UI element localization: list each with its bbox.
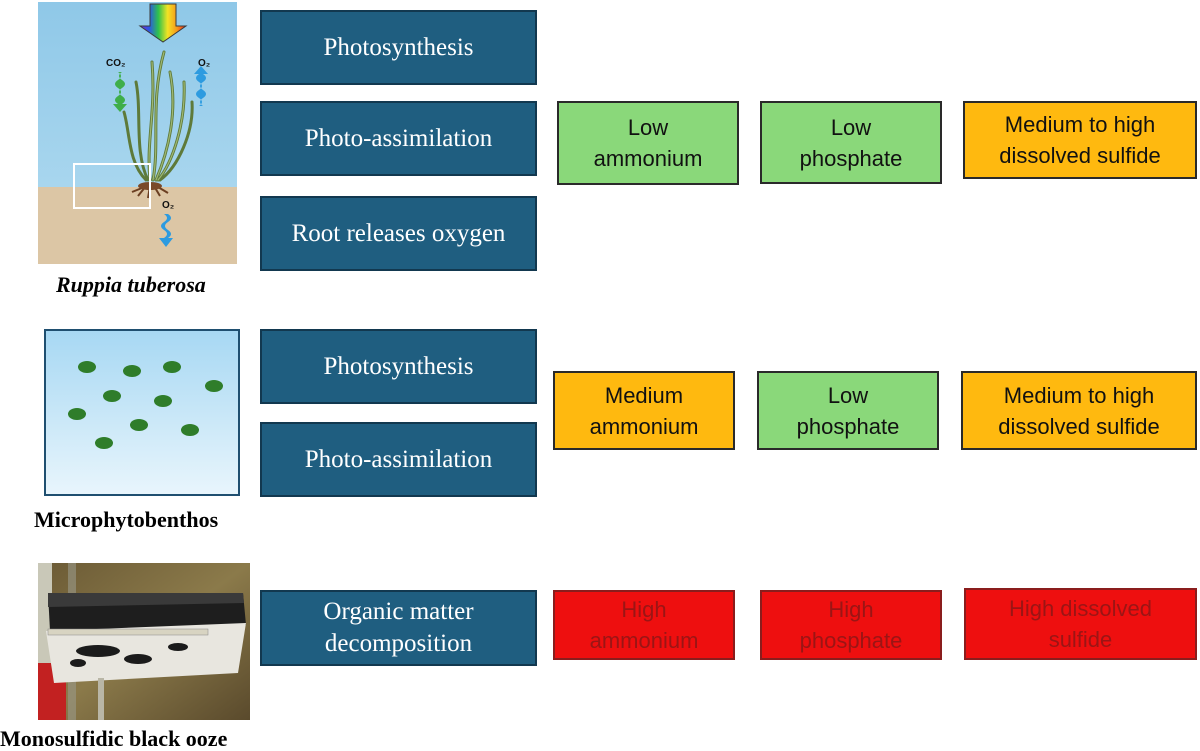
process-label: Photosynthesis — [323, 352, 474, 380]
ruppia-illustration-svg: CO₂ O₂ O₂ — [38, 2, 237, 264]
process-box-organic-matter-decomposition: Organic matter decomposition — [260, 590, 537, 666]
process-label: Photo-assimilation — [304, 124, 493, 152]
condition-label: High dissolved sulfide — [1008, 596, 1153, 652]
sunlight-arrow-icon — [138, 3, 188, 43]
ruppia-illustration: CO₂ O₂ O₂ — [38, 2, 237, 264]
condition-label: Medium to high dissolved sulfide — [998, 382, 1160, 439]
condition-label: Medium to high dissolved sulfide — [999, 112, 1161, 168]
organism-caption-ruppia: Ruppia tuberosa — [56, 272, 206, 297]
condition-sulfide: Medium to high dissolved sulfide — [963, 101, 1197, 179]
organism-caption-black-ooze: Monosulfidic black ooze — [0, 726, 228, 751]
o2-top-label: O₂ — [198, 58, 210, 69]
process-box-photosynthesis: Photosynthesis — [260, 329, 537, 404]
o2-arrow-down-icon — [159, 214, 173, 247]
condition-phosphate: Low phosphate — [757, 371, 939, 450]
black-ooze-photo-svg — [38, 563, 250, 720]
black-ooze-photo — [38, 563, 250, 720]
organism-caption-microphytobenthos: Microphytobenthos — [34, 507, 219, 532]
process-box-photo-assimilation: Photo-assimilation — [260, 422, 537, 497]
condition-sulfide: Medium to high dissolved sulfide — [961, 371, 1197, 450]
process-box-root-releases-oxygen: Root releases oxygen — [260, 196, 537, 271]
process-label: Root releases oxygen — [291, 219, 506, 247]
condition-label: High ammonium — [589, 597, 699, 653]
o2-arrow-up-icon — [194, 66, 208, 106]
condition-ammonium: Low ammonium — [557, 101, 739, 185]
condition-phosphate: High phosphate — [760, 590, 942, 660]
condition-label: High phosphate — [799, 597, 903, 653]
zoom-box — [73, 163, 151, 209]
o2-root-label: O₂ — [162, 200, 174, 211]
condition-label: Low ammonium — [593, 115, 703, 171]
algae-cells-icon — [68, 361, 223, 449]
process-label: Organic matter decomposition — [323, 598, 474, 657]
condition-label: Low phosphate — [799, 114, 903, 171]
condition-sulfide: High dissolved sulfide — [964, 588, 1197, 660]
microphytobenthos-illustration — [44, 329, 240, 496]
condition-label: Low phosphate — [796, 382, 900, 439]
process-label: Photosynthesis — [323, 33, 474, 61]
co2-label: CO₂ — [106, 58, 125, 69]
co2-arrow-icon — [113, 72, 127, 112]
condition-ammonium: High ammonium — [553, 590, 735, 660]
process-box-photo-assimilation: Photo-assimilation — [260, 101, 537, 176]
process-box-photosynthesis: Photosynthesis — [260, 10, 537, 85]
condition-phosphate: Low phosphate — [760, 101, 942, 184]
microphytobenthos-svg — [46, 331, 238, 494]
condition-ammonium: Medium ammonium — [553, 371, 735, 450]
condition-label: Medium ammonium — [589, 382, 699, 439]
process-label: Photo-assimilation — [304, 445, 493, 473]
